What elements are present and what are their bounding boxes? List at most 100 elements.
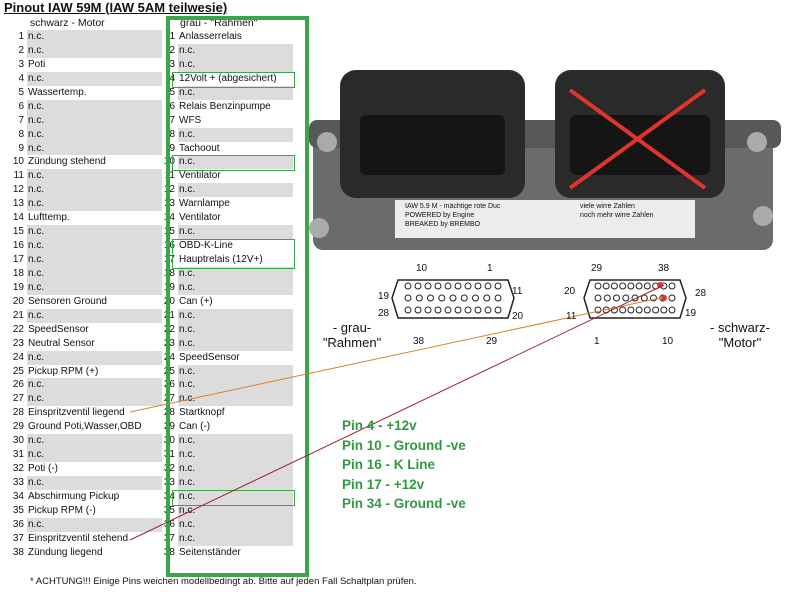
pin-label: Einspritzventil stehend (28, 532, 129, 544)
pin-label: Ventilator (179, 170, 221, 182)
pin-label: n.c. (178, 155, 293, 170)
pin-number: 27 (12, 393, 24, 405)
connector-pin (454, 306, 462, 314)
pin-label: Poti (28, 58, 46, 70)
connector-pin (650, 294, 657, 302)
connector-pin (404, 306, 412, 314)
grau-tick-10: 10 (416, 263, 428, 274)
pin-label: n.c. (27, 169, 162, 184)
pin-label: n.c. (178, 322, 293, 337)
connector-pin (643, 306, 651, 314)
schwarz-tick-11: 11 (566, 311, 577, 322)
schwarz-tick-29: 29 (591, 263, 603, 274)
pin-label: n.c. (178, 280, 293, 295)
pin-label: n.c. (27, 225, 162, 240)
connector-pin (484, 306, 492, 314)
pin-number: 18 (12, 267, 24, 279)
connector-pin (454, 282, 462, 290)
pin-summary-item: Pin 4 - +12v (342, 418, 417, 433)
pin-number: 13 (12, 198, 24, 210)
pin-summary-item: Pin 10 - Ground -ve (342, 437, 466, 453)
pin-label: n.c. (178, 266, 293, 281)
pin-label: n.c. (27, 434, 162, 449)
pin-summary-item: Pin 17 - +12v (342, 476, 425, 492)
pin-number: 5 (18, 86, 24, 98)
connector-pin (643, 282, 651, 290)
pin-label: Startknopf (179, 407, 225, 419)
grau-tick-19: 19 (378, 291, 390, 302)
connector-pin (603, 294, 611, 302)
pin-label: n.c. (178, 127, 293, 142)
schwarz-connector-label: - schwarz- "Motor" (710, 320, 770, 350)
pin-label: n.c. (27, 183, 162, 198)
right-column-header: grau - "Rahmen" (180, 17, 258, 29)
pin-summary-item: Pin 34 - Ground -ve (342, 496, 466, 511)
pin-number: 30 (12, 435, 24, 447)
connector-pin (619, 306, 627, 314)
pin-number: 23 (12, 337, 24, 349)
connector-pin (414, 282, 422, 290)
pin-label: n.c. (27, 127, 162, 142)
pin-label: Zündung stehend (28, 156, 106, 168)
pin-number: 17 (12, 254, 24, 265)
connector-pin (484, 282, 492, 290)
connector-pin (424, 306, 432, 314)
grey-connector-highlight (166, 16, 309, 577)
connector-pin (434, 306, 442, 314)
pin-number: 9 (18, 142, 24, 154)
connector-pin (460, 294, 468, 302)
connector-pin (434, 282, 442, 290)
pin-label: Warnlampe (179, 198, 230, 210)
pin-number: 22 (12, 323, 24, 335)
connector-pin (668, 294, 676, 302)
pin-number: 16 (12, 240, 24, 252)
pin-number: 28 (12, 407, 24, 419)
connector-pin (464, 282, 472, 290)
pin4-highlight (172, 72, 295, 88)
connector-pin (668, 306, 676, 314)
pin-number: 3 (169, 58, 175, 70)
ecu-label-text-right: viele wirre Zahlen noch mehr wirre Zahle… (580, 203, 654, 219)
pin-label: Lufttemp. (28, 212, 70, 224)
pin-label: n.c. (178, 531, 293, 546)
connector-pin (652, 306, 660, 314)
pin-label: n.c. (27, 197, 162, 212)
mounting-bolt (317, 132, 337, 152)
pin-label: 12Volt + (abgesichert) (179, 72, 277, 84)
connector-pin (494, 306, 502, 314)
pin-label: n.c. (178, 85, 293, 100)
connector-pin (472, 294, 479, 302)
pin-label: n.c. (178, 503, 293, 518)
pin-label: Seitenständer (179, 546, 241, 558)
pin-label: Can (-) (179, 421, 211, 433)
pin-number: 21 (12, 309, 24, 321)
pin-label: n.c. (27, 350, 162, 365)
pin-number: 7 (169, 114, 175, 126)
pin-number: 33 (12, 477, 24, 488)
schwarz-tick-38: 38 (658, 263, 670, 274)
pin-label: Abschirmung Pickup (28, 490, 120, 502)
connector-pin (483, 294, 491, 302)
pin-label: Tachoout (179, 142, 220, 154)
schwarz-tick-20: 20 (564, 286, 576, 297)
pin-label: n.c. (27, 280, 162, 295)
pin-number: 20 (12, 295, 24, 307)
pin-number: 3 (18, 58, 24, 70)
footnote: * ACHTUNG!!! Einige Pins weichen modellb… (30, 576, 417, 587)
